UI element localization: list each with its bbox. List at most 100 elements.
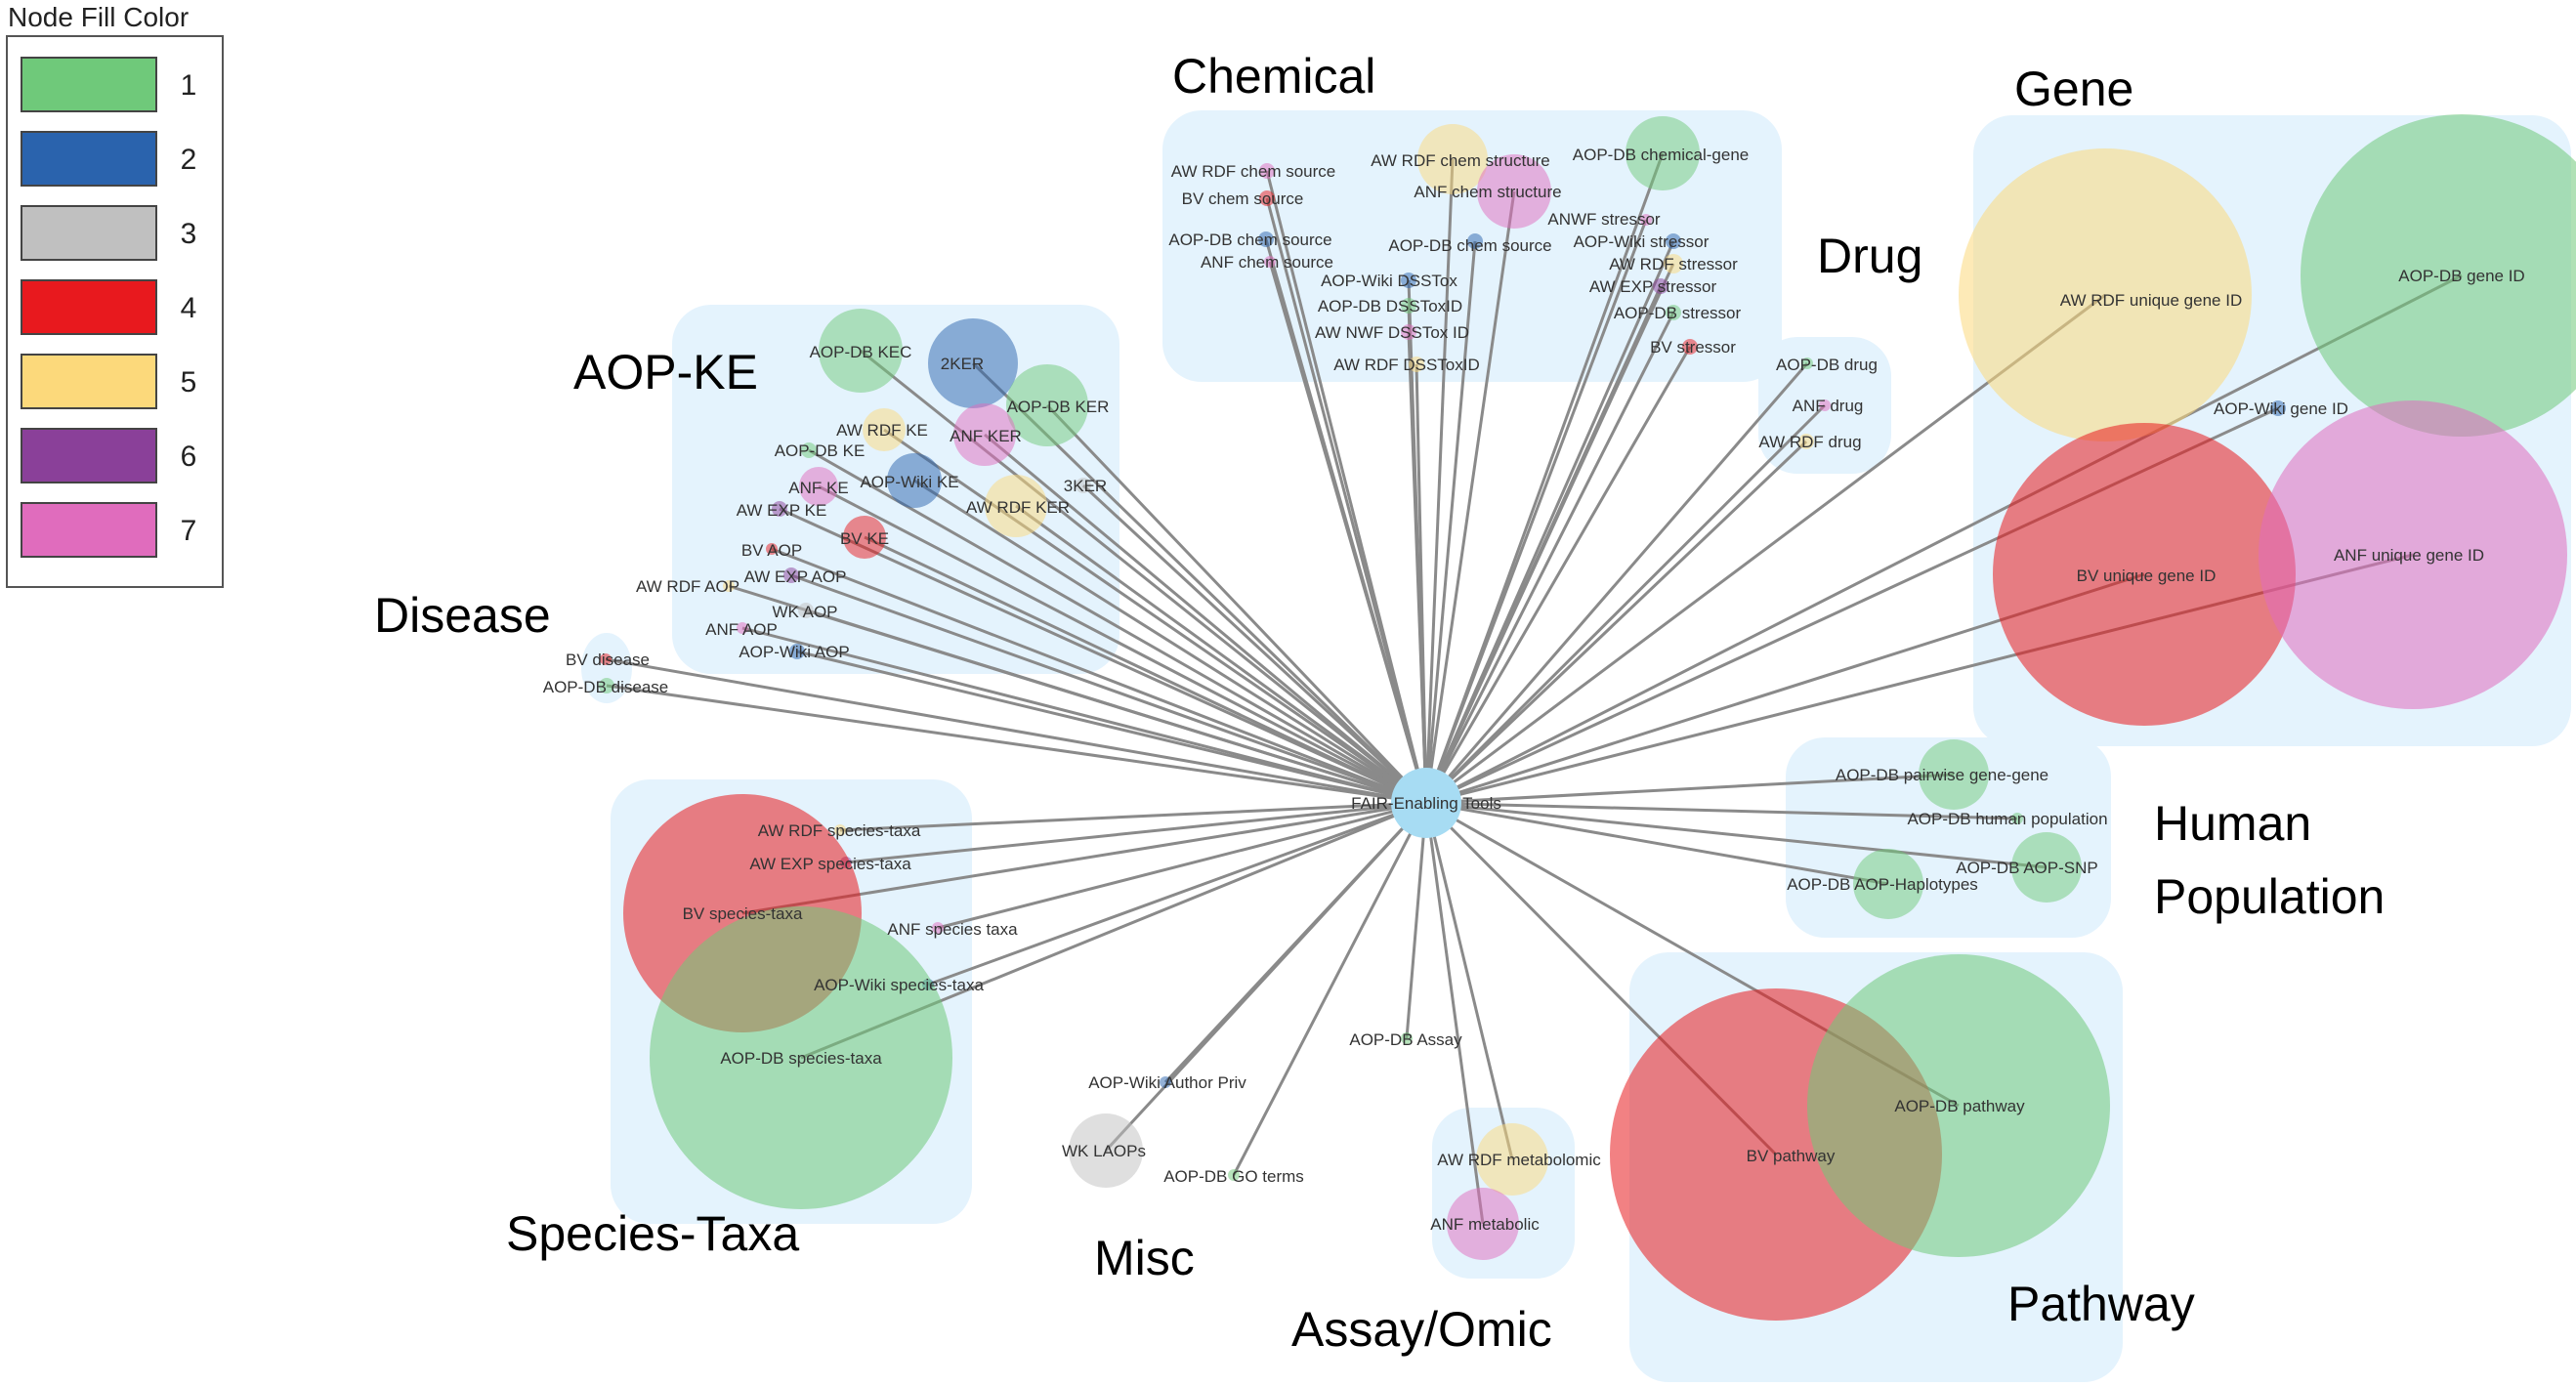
node-aw-rdf-dsstoxid[interactable] (1409, 357, 1424, 372)
node-aop-db-gene-id[interactable] (2301, 114, 2576, 437)
node-label-aw-rdf-aop: AW RDF AOP (636, 577, 739, 596)
node-bv-chem-source[interactable] (1259, 190, 1275, 206)
edge-aw-exp-ke (779, 507, 1427, 805)
node-anf-aop[interactable] (737, 622, 748, 634)
node-aw-rdf-metabolomic[interactable] (1476, 1123, 1548, 1196)
node-aw-rdf-species-taxa[interactable] (834, 824, 846, 836)
node-aop-db-drug[interactable] (1801, 357, 1813, 369)
node-label-aop-wiki-ke: AOP-Wiki KE (860, 473, 958, 491)
node-aw-rdf-chem-source[interactable] (1259, 163, 1275, 179)
node-aop-db-chemical-gene[interactable] (1626, 116, 1700, 190)
node-anf-unique-gene-id[interactable] (2259, 400, 2567, 709)
node-label-bv-ke: BV KE (840, 529, 889, 548)
node-aop-db-disease[interactable] (599, 678, 614, 693)
node-label-anf-chem-structure: ANF chem structure (1414, 183, 1561, 201)
node-aop-wiki-aop[interactable] (789, 644, 805, 659)
edge-aop-db-assay (1405, 802, 1428, 1039)
node-aw-rdf-ke[interactable] (863, 408, 906, 451)
node-aop-db-chem-source[interactable] (1258, 231, 1274, 247)
node-label-aw-rdf-drug: AW RDF drug (1758, 433, 1861, 451)
node-aw-exp-aop[interactable] (783, 567, 799, 583)
node-aw-exp-stressor[interactable] (1653, 278, 1668, 294)
node-aop-db-assay[interactable] (1401, 1032, 1413, 1044)
node-label-aop-db-dsstoxid: AOP-DB DSSToxID (1318, 297, 1462, 315)
node-anf-chem-structure[interactable] (1477, 154, 1551, 229)
edge-anf-drug (1424, 403, 1827, 805)
node-aop-wiki-dsstox[interactable] (1401, 273, 1416, 288)
node-bv-stressor[interactable] (1682, 339, 1698, 355)
node-anf-ker[interactable] (953, 403, 1016, 466)
node-anf-chem-source[interactable] (1264, 256, 1276, 268)
edge-aw-rdf-ker (1015, 504, 1427, 805)
node-aop-db-aop-snp[interactable] (2011, 832, 2082, 903)
node-aop-db-ke[interactable] (801, 442, 817, 458)
node-aw-rdf-ker[interactable] (985, 475, 1047, 537)
node-wk-aop[interactable] (798, 603, 814, 618)
node-aop-wiki-ke[interactable] (887, 453, 942, 508)
node-label-aw-rdf-ker: AW RDF KER (966, 498, 1070, 517)
node-aw-rdf-chem-structure[interactable] (1417, 124, 1488, 194)
edge-anf-chem-source (1268, 261, 1428, 804)
node-aw-exp-ke[interactable] (772, 501, 787, 517)
node-aop-db-aop-haplotypes[interactable] (1853, 849, 1923, 919)
node-aop-db-pairwise-gene-gene[interactable] (1919, 739, 1989, 810)
node-label-aw-exp-ke: AW EXP KE (737, 501, 827, 520)
node-aw-rdf-aop[interactable] (723, 580, 735, 592)
node-label-3ker: 3KER (1064, 477, 1107, 495)
group-boxes (581, 110, 2571, 1382)
edges (605, 152, 2463, 1225)
node-anf-species-taxa[interactable] (932, 922, 944, 934)
edge-aop-db-chem-source (1424, 240, 1477, 804)
node-aop-db-chem-source[interactable] (1467, 233, 1483, 249)
node-aw-rdf-unique-gene-id[interactable] (1959, 148, 2252, 441)
node-aop-db-dsstoxid[interactable] (1401, 298, 1416, 314)
node-aop-db-stressor[interactable] (1666, 305, 1681, 320)
node-anf-metabolic[interactable] (1447, 1188, 1519, 1260)
node-anwf-stressor[interactable] (1640, 214, 1652, 226)
node-label-aw-nwf-dsstox-id: AW NWF DSSTox ID (1315, 323, 1469, 342)
node-label-aop-db-drug: AOP-DB drug (1776, 356, 1878, 374)
node-bv-unique-gene-id[interactable] (1993, 423, 2296, 726)
node-label-aw-rdf-unique-gene-id: AW RDF unique gene ID (2060, 291, 2242, 310)
node-aw-rdf-drug[interactable] (1798, 434, 1814, 449)
node-aop-wiki-author-priv[interactable] (1160, 1076, 1171, 1088)
edge-aop-db-ker (1045, 403, 1428, 805)
edge-aw-rdf-drug (1424, 440, 1808, 805)
edge-anf-ker (984, 433, 1427, 805)
node-bv-disease[interactable] (600, 653, 612, 665)
node-label-aop-db-chemical-gene: AOP-DB chemical-gene (1573, 146, 1749, 164)
node-label-aop-wiki-species-taxa: AOP-Wiki species-taxa (814, 976, 984, 994)
node-anf-ke[interactable] (799, 467, 838, 506)
node-label-bv-species-taxa: BV species-taxa (683, 904, 803, 923)
node-2ker[interactable] (928, 318, 1018, 408)
node-aop-db-kec[interactable] (819, 309, 903, 393)
node-label-2ker: 2KER (941, 355, 984, 373)
node-3ker[interactable] (1076, 478, 1091, 493)
edge-anf-ke (818, 484, 1427, 805)
node-label-bv-disease: BV disease (566, 651, 650, 669)
node-label-aop-db-pairwise-gene-gene: AOP-DB pairwise gene-gene (1836, 766, 2048, 784)
node-aop-db-ker[interactable] (1006, 364, 1088, 446)
group-label-disease: Disease (374, 588, 551, 643)
node-label-bv-unique-gene-id: BV unique gene ID (2077, 567, 2217, 585)
node-wk-laops[interactable] (1069, 1113, 1143, 1188)
legend-swatch-3 (21, 205, 157, 261)
hub-node[interactable] (1391, 768, 1461, 838)
edge-aop-db-ke (808, 448, 1427, 805)
node-label-aop-wiki-gene-id: AOP-Wiki gene ID (2214, 399, 2348, 418)
node-bv-aop[interactable] (766, 543, 778, 555)
node-aop-db-human-population[interactable] (2011, 813, 2023, 824)
node-anf-drug[interactable] (1819, 399, 1831, 411)
node-aw-rdf-stressor[interactable] (1664, 254, 1683, 273)
node-aop-db-go-terms[interactable] (1228, 1169, 1240, 1181)
group-label-chemical: Chemical (1172, 49, 1375, 104)
node-aop-wiki-stressor[interactable] (1666, 233, 1681, 249)
node-aop-db-pathway[interactable] (1807, 954, 2110, 1257)
node-aop-db-species-taxa[interactable] (650, 906, 952, 1209)
legend-label-6: 6 (181, 441, 197, 473)
node-aop-wiki-gene-id[interactable] (2270, 400, 2286, 416)
node-label-aop-db-disease: AOP-DB disease (543, 678, 669, 696)
node-bv-ke[interactable] (843, 516, 886, 559)
node-aw-nwf-dsstox-id[interactable] (1401, 324, 1416, 340)
